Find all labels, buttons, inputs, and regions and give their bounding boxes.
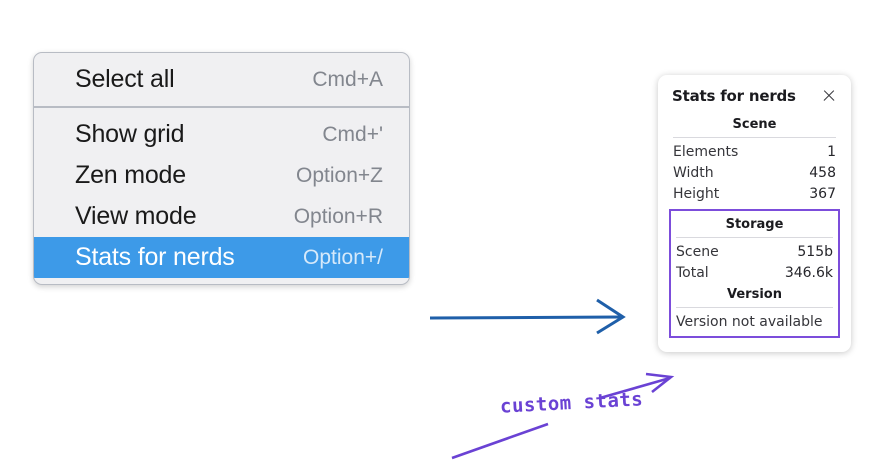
stats-section-scene: Scene Elements 1 Width 458 Height 367: [672, 113, 837, 204]
menu-item-shortcut: Option+Z: [296, 163, 383, 187]
stat-value: 346.6k: [784, 264, 833, 281]
stat-row: Total 346.6k: [675, 262, 834, 283]
menu-item-label: Stats for nerds: [75, 243, 235, 271]
divider: [673, 137, 836, 138]
menu-item-show-grid[interactable]: Show grid Cmd+': [34, 114, 409, 155]
close-icon[interactable]: [821, 88, 837, 104]
custom-stats-highlight-box: Storage Scene 515b Total 346.6k Version …: [669, 209, 840, 338]
panel-header: Stats for nerds: [672, 87, 837, 105]
menu-item-select-all[interactable]: Select all Cmd+A: [34, 59, 409, 100]
menu-item-label: Show grid: [75, 120, 185, 148]
menu-item-stats-for-nerds[interactable]: Stats for nerds Option+/: [34, 237, 409, 278]
section-heading: Version: [727, 287, 782, 302]
stat-label: Total: [676, 264, 709, 281]
menu-item-view-mode[interactable]: View mode Option+R: [34, 196, 409, 237]
stat-label: Elements: [673, 143, 739, 160]
section-heading: Scene: [732, 117, 777, 132]
divider: [676, 237, 833, 238]
purple-underline-stroke: [451, 422, 549, 460]
stat-row: Width 458: [672, 162, 837, 183]
stat-label: Width: [673, 164, 714, 181]
menu-item-label: Zen mode: [75, 161, 186, 189]
menu-item-shortcut: Cmd+A: [312, 67, 383, 91]
stats-section-storage: Storage Scene 515b Total 346.6k: [675, 213, 834, 283]
stat-value: 367: [809, 185, 836, 202]
blue-arrow-icon: [429, 298, 626, 335]
version-value: Version not available: [676, 314, 823, 330]
menu-group-1: Select all Cmd+A: [34, 53, 409, 106]
stat-value: 458: [809, 164, 836, 181]
section-heading: Storage: [725, 217, 784, 232]
menu-item-shortcut: Option+/: [303, 245, 383, 269]
page-title: Stats for nerds: [672, 87, 796, 105]
stat-value: 1: [827, 143, 836, 160]
context-menu[interactable]: Select all Cmd+A Show grid Cmd+' Zen mod…: [33, 52, 410, 285]
menu-item-label: View mode: [75, 202, 197, 230]
menu-item-shortcut: Option+R: [293, 204, 383, 228]
stat-row: Scene 515b: [675, 241, 834, 262]
stat-label: Scene: [676, 243, 719, 260]
stat-value: 515b: [797, 243, 833, 260]
stat-row: Height 367: [672, 183, 837, 204]
menu-group-2: Show grid Cmd+' Zen mode Option+Z View m…: [34, 106, 409, 284]
stat-row: Elements 1: [672, 141, 837, 162]
divider: [676, 307, 833, 308]
menu-item-zen-mode[interactable]: Zen mode Option+Z: [34, 155, 409, 196]
stats-for-nerds-panel: Stats for nerds Scene Elements 1 Width 4…: [658, 75, 851, 352]
annotation-label-custom-stats: custom stats: [499, 388, 644, 418]
menu-item-label: Select all: [75, 65, 175, 93]
stats-section-version: Version Version not available: [675, 283, 834, 331]
menu-item-shortcut: Cmd+': [322, 122, 383, 146]
stat-label: Height: [673, 185, 720, 202]
